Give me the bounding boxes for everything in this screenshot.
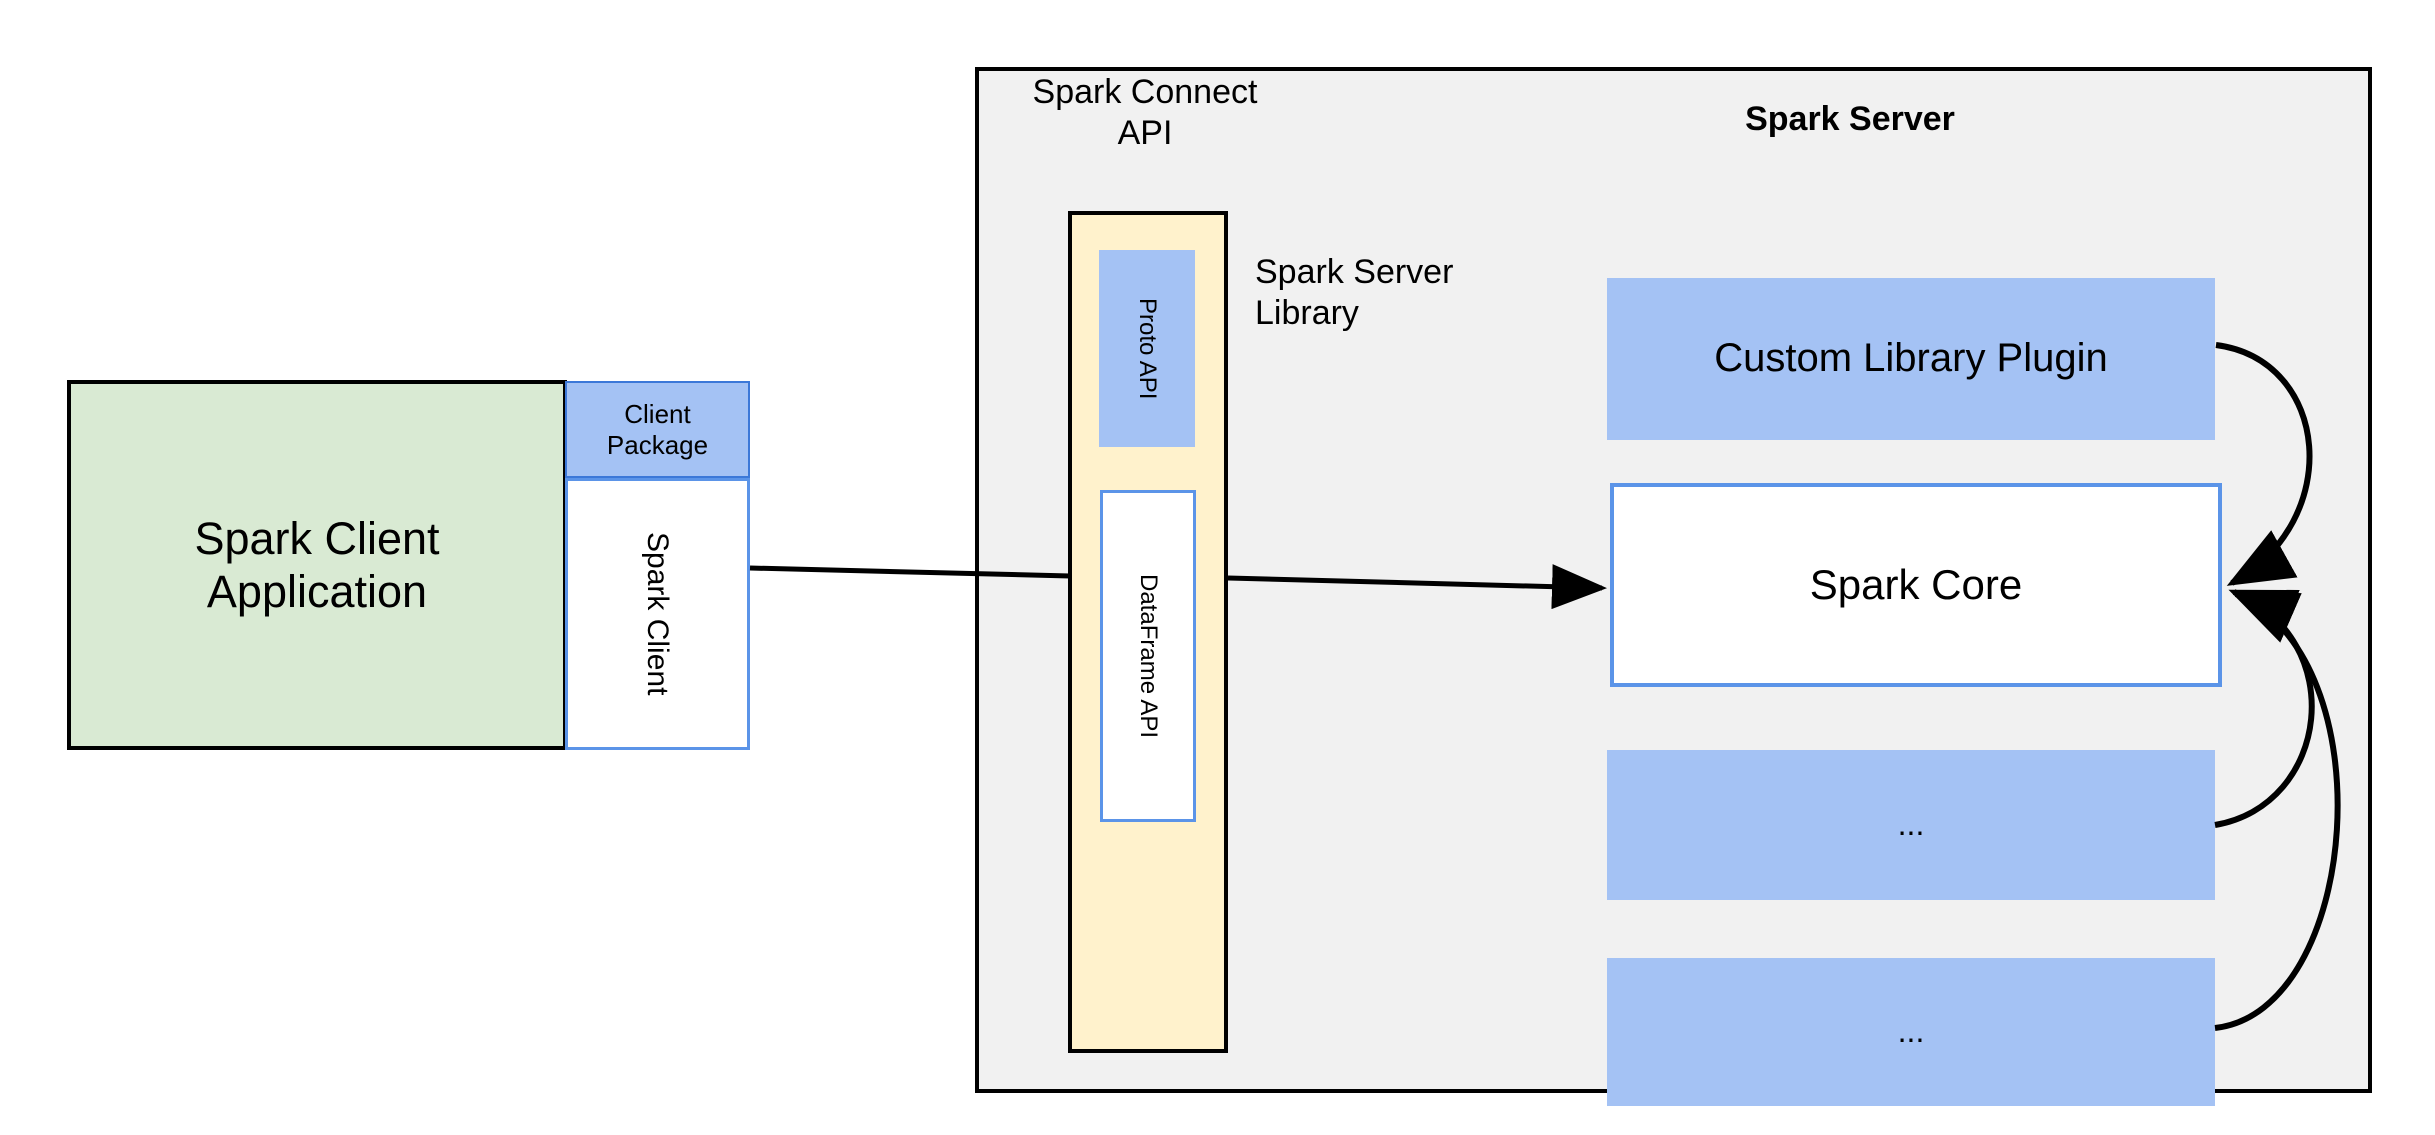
spark-core-block: Spark Core [1610,483,2222,687]
dataframe-api-block: DataFrame API [1100,490,1196,822]
client-package-line2: Package [606,429,709,460]
spark-server-library-label-line1: Spark Server [1255,253,1454,291]
spark-server-title: Spark Server [1745,100,1955,138]
custom-library-plugin-block: Custom Library Plugin [1607,278,2215,440]
proto-api-label: Proto API [1134,297,1162,400]
dataframe-api-label: DataFrame API [1135,573,1163,739]
spark-client-application-line1: Spark Client [194,512,440,564]
proto-api-block: Proto API [1099,250,1195,447]
ellipsis-block-1: ... [1607,750,2215,900]
client-package-line1: Client [624,398,691,429]
ellipsis-block-2: ... [1607,958,2215,1106]
spark-connect-api-label-line2: API [1117,114,1173,153]
spark-connect-api-label-line1: Spark Connect [1032,73,1258,111]
spark-server-library-label-line2: Library [1255,294,1359,333]
spark-server-library-label: Spark Server Library [1255,252,1585,335]
client-package-block: Client Package [565,381,750,478]
spark-client-application-block: Spark Client Application [67,380,567,750]
spark-client-application-line2: Application [206,566,428,617]
spark-client-block: Spark Client [565,478,750,750]
spark-client-label: Spark Client [641,532,675,696]
spark-connect-api-label: Spark Connect API [1000,72,1290,155]
